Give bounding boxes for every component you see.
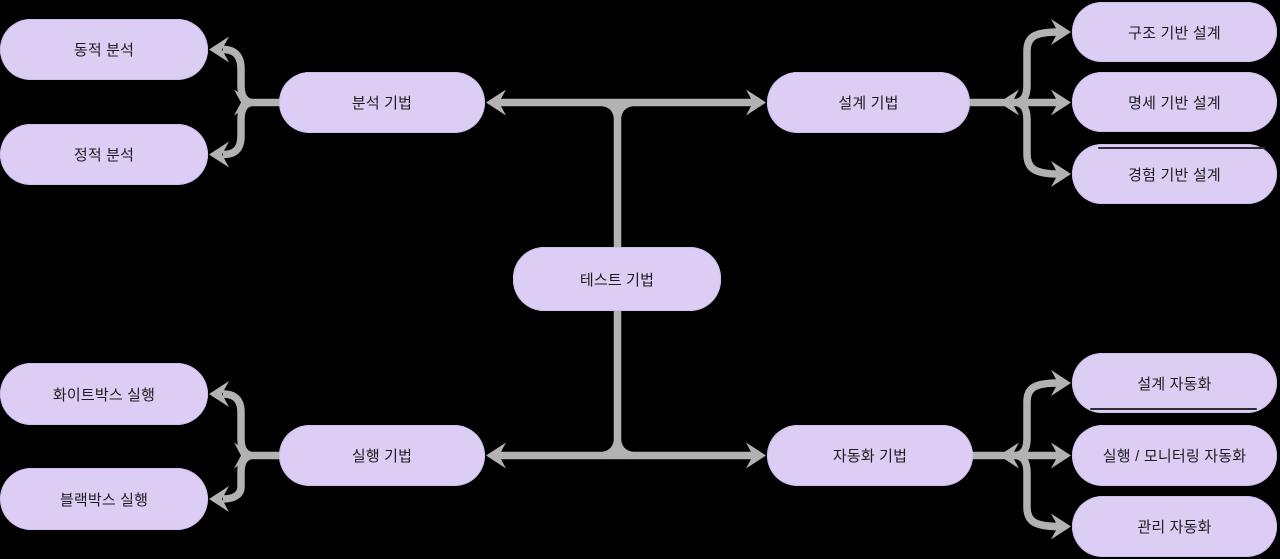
arrowhead-icon: [209, 36, 229, 63]
arrowhead-icon: [1051, 513, 1071, 540]
arrowhead-icon: [999, 442, 1019, 469]
arrowhead-icon: [1051, 442, 1071, 469]
node-execution-technique: 실행 기법: [279, 425, 485, 486]
arrowhead-icon: [234, 89, 254, 116]
node-analysis-technique: 분석 기법: [279, 72, 485, 133]
connector-fan-design: [970, 19, 1071, 187]
connector-fan-automation: [970, 370, 1071, 540]
node-label: 관리 자동화: [1137, 519, 1212, 536]
node-label: 테스트 기법: [579, 271, 655, 289]
arrowhead-icon: [1051, 89, 1071, 116]
arrowhead-icon: [999, 89, 1019, 116]
arrowhead-icon: [209, 381, 229, 407]
arrowhead-icon: [1051, 19, 1071, 45]
node-label: 분석 기법: [351, 95, 413, 112]
node-execution-monitoring-automation: 실행 / 모니터링 자동화: [1072, 425, 1277, 486]
node-design-automation: 설계 자동화: [1072, 353, 1277, 413]
node-label: 설계 기법: [838, 95, 899, 112]
node-test-technique: 테스트 기법: [513, 247, 721, 311]
node-label: 명세 기반 설계: [1128, 94, 1221, 112]
arrowhead-icon: [1051, 161, 1071, 187]
node-management-automation: 관리 자동화: [1072, 496, 1277, 557]
node-label: 구조 기반 설계: [1128, 24, 1221, 42]
arrowhead-icon: [209, 486, 229, 512]
artifact-line: [1090, 408, 1257, 410]
node-label: 자동화 기법: [832, 448, 908, 465]
connector-fan-analysis: [209, 36, 279, 168]
node-static-analysis: 정적 분석: [0, 124, 208, 185]
node-label: 동적 분석: [73, 42, 135, 59]
arrowhead-icon: [746, 442, 766, 469]
arrowhead-icon: [1051, 370, 1071, 396]
node-label: 화이트박스 실행: [52, 386, 156, 404]
arrowhead-icon: [234, 442, 254, 469]
connector-fan-execution: [209, 381, 279, 512]
node-label: 경험 기반 설계: [1128, 166, 1221, 184]
node-experience-based-design: 경험 기반 설계: [1072, 144, 1277, 204]
artifact-line: [1098, 147, 1265, 149]
node-label: 설계 자동화: [1137, 375, 1212, 393]
node-automation-technique: 자동화 기법: [767, 425, 973, 486]
arrowhead-icon: [746, 89, 766, 116]
node-label: 실행 기법: [351, 448, 413, 465]
arrowhead-icon: [209, 141, 229, 168]
arrowhead-icon: [486, 89, 506, 116]
node-label: 블랙박스 실행: [59, 491, 149, 509]
node-whitebox-execution: 화이트박스 실행: [0, 363, 208, 425]
arrowhead-icon: [486, 442, 506, 469]
node-label: 정적 분석: [73, 147, 135, 164]
node-structure-based-design: 구조 기반 설계: [1072, 2, 1277, 62]
node-spec-based-design: 명세 기반 설계: [1072, 72, 1277, 132]
node-blackbox-execution: 블랙박스 실행: [0, 468, 208, 530]
node-dynamic-analysis: 동적 분석: [0, 19, 208, 80]
node-label: 실행 / 모니터링 자동화: [1102, 448, 1247, 465]
node-design-technique: 설계 기법: [767, 72, 970, 133]
